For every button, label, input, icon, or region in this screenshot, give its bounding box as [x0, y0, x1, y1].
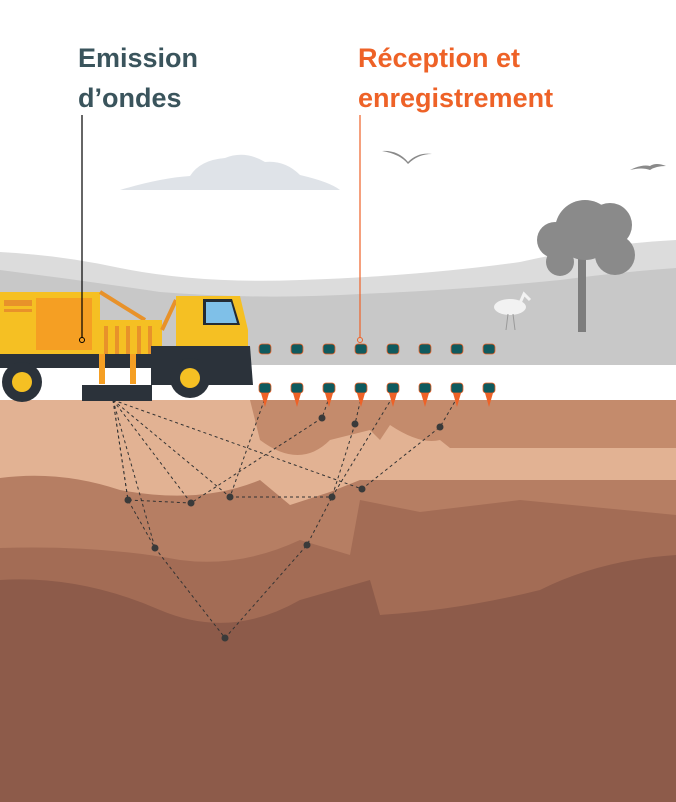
- geophones-planted-row: [258, 382, 496, 407]
- reception-label-line2: enregistrement: [358, 83, 554, 113]
- emission-label-line2: d’ondes: [78, 83, 182, 113]
- bird-icon: [630, 164, 666, 170]
- bird-icon: [382, 150, 432, 164]
- ground-layer-5: [0, 555, 676, 802]
- tree-icon: [537, 200, 635, 332]
- emission-label: Emission d’ondes: [78, 38, 198, 118]
- ground-layer-2: [250, 400, 676, 455]
- reflection-points: [124, 414, 444, 642]
- reception-label-line1: Réception et: [358, 43, 521, 73]
- cloud: [120, 154, 340, 190]
- reception-label: Réception et enregistrement: [358, 38, 553, 118]
- geophones-top-row: [258, 343, 496, 355]
- near-hills: [0, 268, 676, 365]
- emission-label-line1: Emission: [78, 43, 199, 73]
- heron-icon: [494, 291, 532, 331]
- vibrator-truck: [0, 290, 253, 402]
